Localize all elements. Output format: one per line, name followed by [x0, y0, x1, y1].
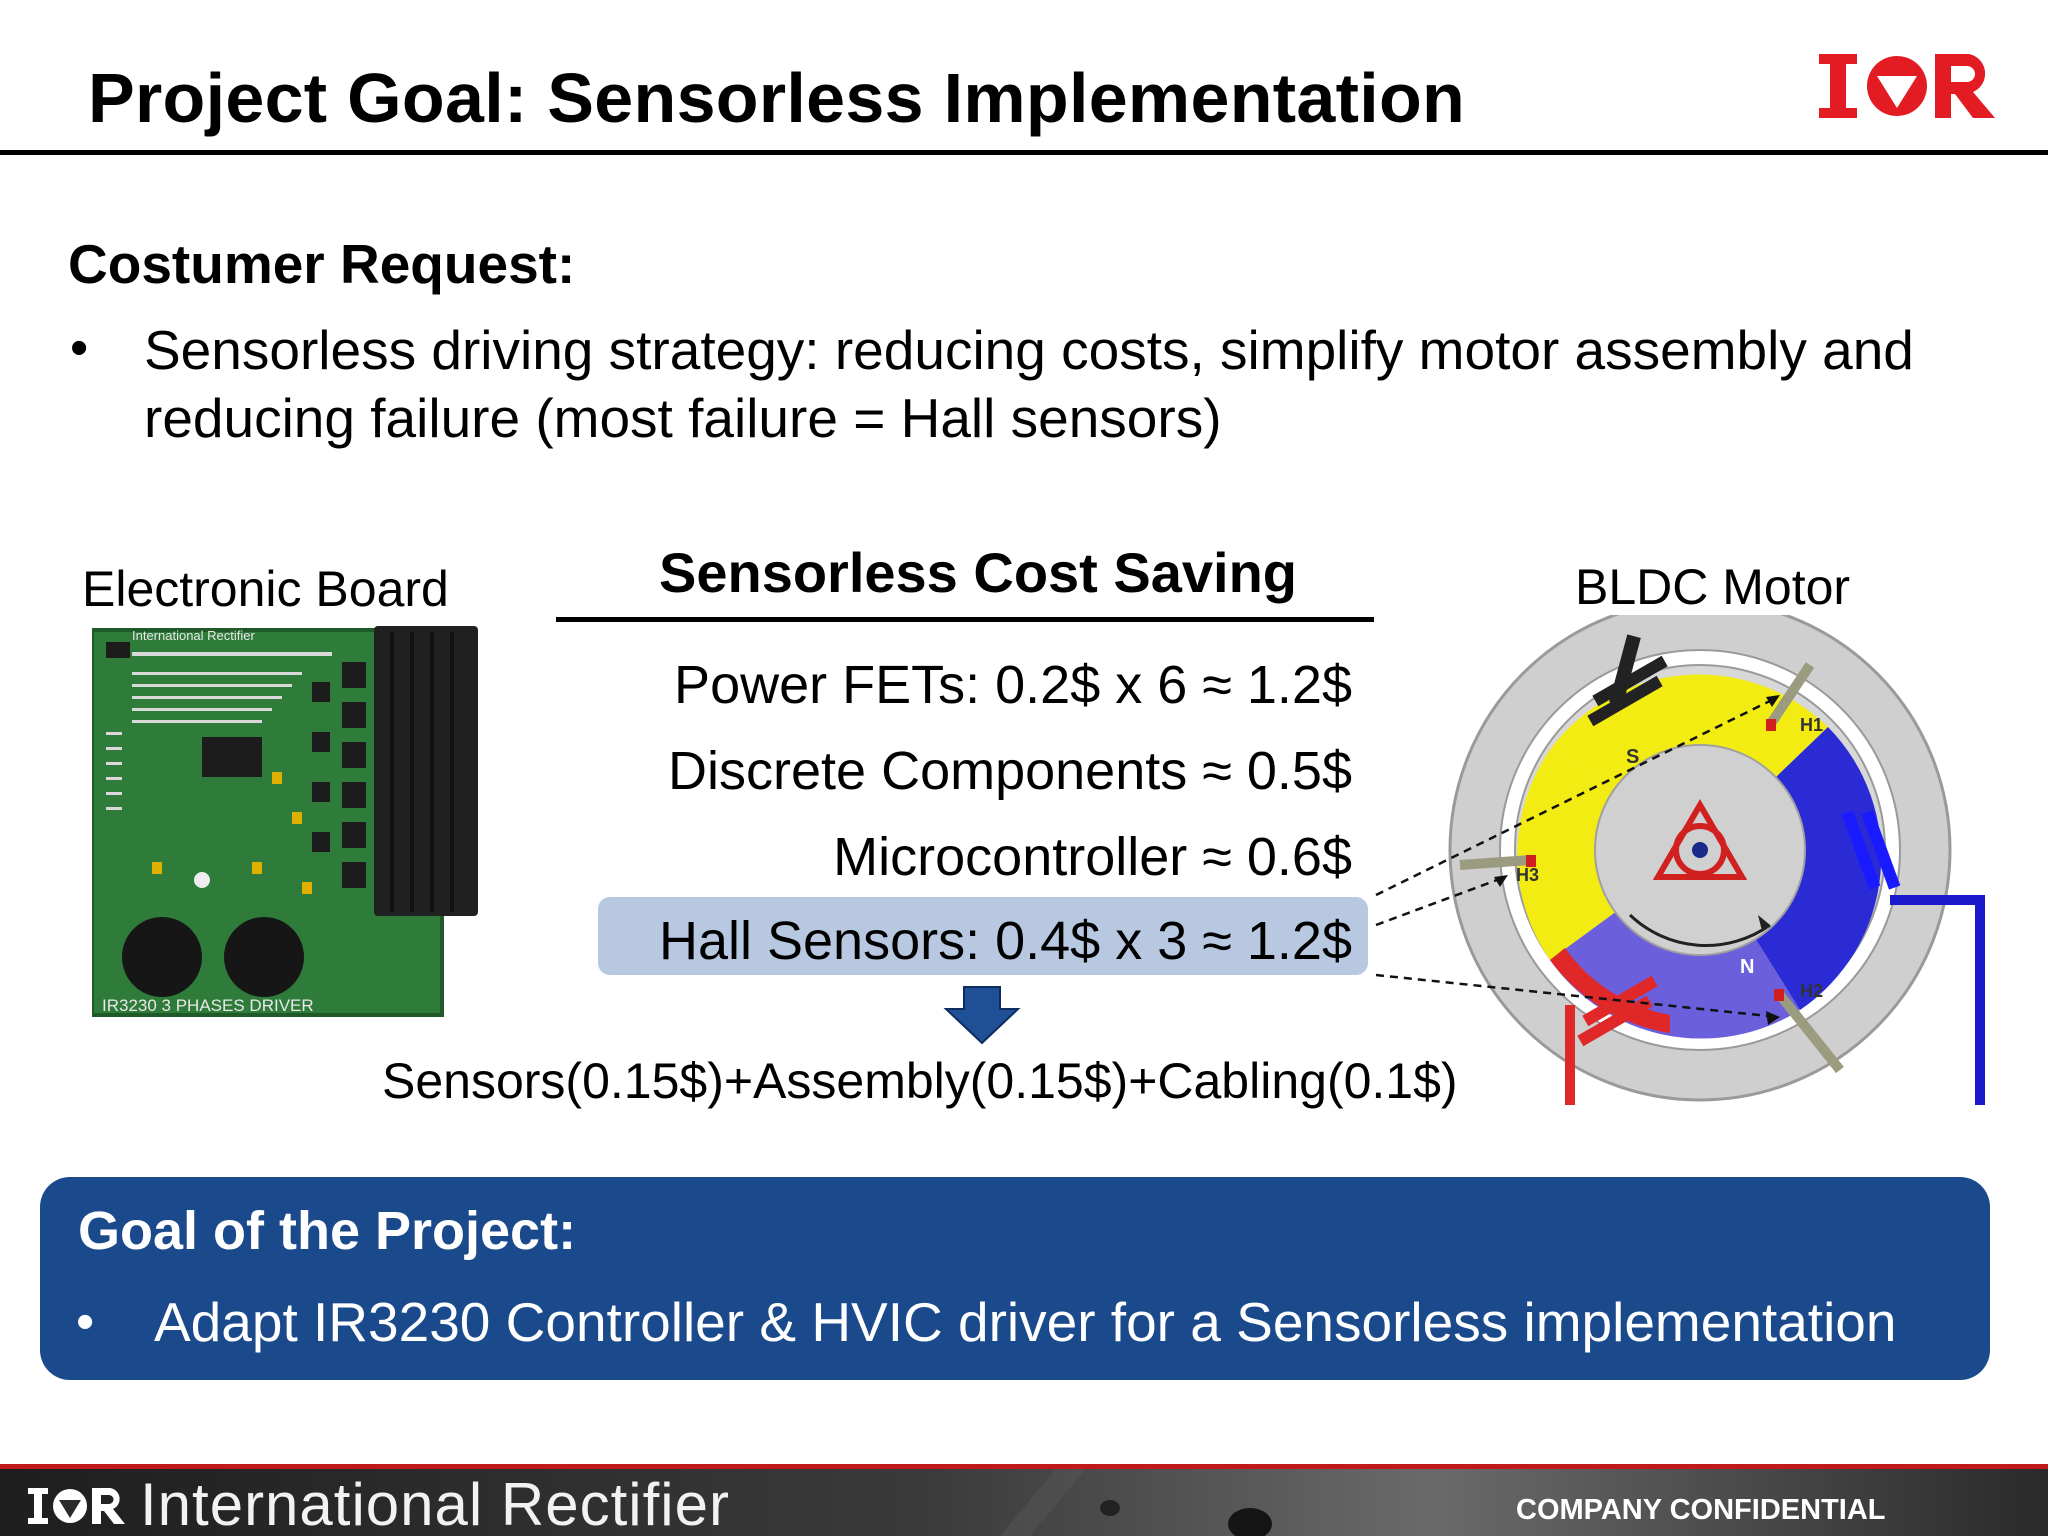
footer-background-texture [0, 1464, 2048, 1536]
sensor-label-h3: H3 [1516, 865, 1539, 885]
sensor-label-h2: H2 [1800, 981, 1823, 1001]
request-heading: Costumer Request: [68, 233, 576, 295]
hall-sensors-highlight [598, 897, 1368, 975]
electronic-board-image: International Rectifier IR3230 3 PHASES … [92, 626, 478, 1017]
request-text: Sensorless driving strategy: reducing co… [144, 319, 1914, 449]
footer-accent-line [0, 1464, 2048, 1469]
cost-row-hall-sensors: Hall Sensors: 0.4$ x 3 ≈ 1.2$ [658, 911, 1352, 971]
bldc-motor-diagram: H1 H2 H3 S N [1375, 615, 1985, 1105]
sensor-callout-lines [1375, 695, 1779, 1019]
sensor-label-h1: H1 [1800, 715, 1823, 735]
confidential-notice: COMPANY CONFIDENTIAL [1516, 1494, 1886, 1526]
cost-row-discrete-components: Discrete Components ≈ 0.5$ [668, 741, 1352, 801]
pcb-top-text: International Rectifier [132, 628, 256, 643]
footer-bar [0, 1464, 2048, 1536]
bullet-point: • [76, 1293, 95, 1351]
goal-heading: Goal of the Project: [78, 1201, 577, 1261]
ior-logo [1819, 54, 1995, 118]
cost-row-power-fets: Power FETs: 0.2$ x 6 ≈ 1.2$ [674, 655, 1352, 715]
board-label: Electronic Board [82, 561, 449, 617]
cost-saving-title: Sensorless Cost Saving [658, 541, 1297, 604]
pcb-bottom-text: IR3230 3 PHASES DRIVER [102, 996, 314, 1015]
goal-panel [40, 1177, 1990, 1380]
down-arrow-icon [943, 986, 1021, 1045]
footer-company-name: International Rectifier [140, 1471, 730, 1538]
cost-title-underline [556, 617, 1374, 622]
title-divider [0, 150, 2048, 155]
motor-label: BLDC Motor [1575, 559, 1851, 615]
bullet-point: • [70, 319, 89, 377]
footer-ior-logo [28, 1488, 125, 1524]
goal-text: Adapt IR3230 Controller & HVIC driver fo… [154, 1291, 1897, 1353]
pole-label-s: S [1626, 746, 1639, 768]
pole-label-n: N [1740, 956, 1754, 978]
page-title: Project Goal: Sensorless Implementation [88, 59, 1466, 137]
hall-cost-breakdown: Sensors(0.15$)+Assembly(0.15$)+Cabling(0… [382, 1053, 1458, 1109]
cost-row-microcontroller: Microcontroller ≈ 0.6$ [833, 827, 1352, 887]
